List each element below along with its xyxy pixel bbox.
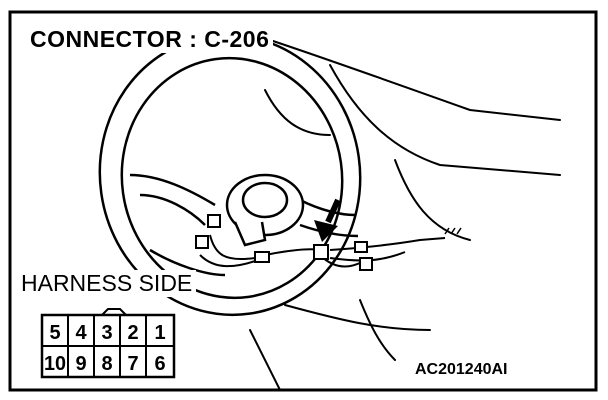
pin-label: 8	[101, 353, 112, 375]
figure-code: AC201240AI	[415, 361, 508, 378]
arrow-down-icon	[314, 198, 341, 242]
connector-title: CONNECTOR : C-206	[28, 26, 274, 53]
pin-label: 1	[154, 322, 165, 344]
clock-spring	[225, 173, 305, 247]
dashboard-outline	[249, 39, 561, 391]
pin-label: 5	[49, 322, 60, 344]
figure-border	[8, 10, 598, 392]
connector-pinout: 5 4 3 2 1 10 9 8 7 6	[40, 308, 176, 379]
pin-label: 7	[127, 353, 138, 375]
pin-label: 2	[127, 322, 138, 344]
pin-label: 3	[101, 322, 112, 344]
connector-plugs	[195, 214, 373, 271]
pin-label: 9	[75, 353, 86, 375]
pin-label: 4	[75, 322, 87, 344]
pin-label: 6	[154, 353, 165, 375]
pin-label: 10	[44, 353, 66, 375]
harness-side-label: HARNESS SIDE	[21, 270, 197, 297]
steering-wheel	[98, 33, 362, 317]
harness-end	[444, 227, 462, 235]
